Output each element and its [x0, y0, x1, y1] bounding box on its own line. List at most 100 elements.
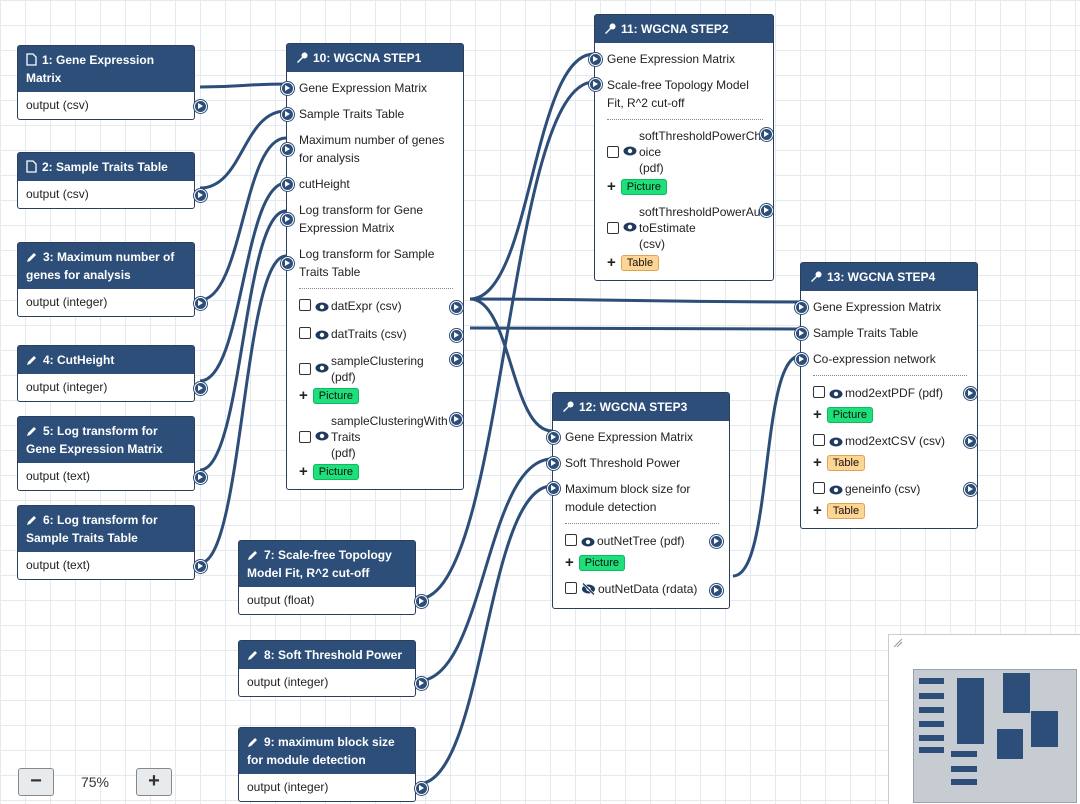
tool-node-wgcna-step1[interactable]: 10: WGCNA STEP1 Gene Expression Matrix S…: [281, 43, 464, 490]
checkbox[interactable]: [813, 386, 825, 398]
input-terminal[interactable]: [281, 82, 294, 95]
output-terminal[interactable]: [194, 99, 207, 113]
output-terminal[interactable]: [450, 329, 463, 342]
param-node-soft-threshold[interactable]: 8: Soft Threshold Power output (integer): [238, 640, 428, 697]
checkbox[interactable]: [813, 434, 825, 446]
output-terminal[interactable]: [194, 296, 207, 310]
param-node-max-block-size[interactable]: 9: maximum block size for module detecti…: [238, 727, 428, 802]
table-badge[interactable]: Table: [620, 255, 660, 271]
plus-icon[interactable]: +: [299, 387, 308, 404]
output-terminal[interactable]: [415, 676, 428, 690]
checkbox[interactable]: [299, 327, 311, 339]
eye-icon[interactable]: [829, 386, 843, 404]
eye-icon[interactable]: [315, 360, 329, 378]
eye-icon[interactable]: [315, 428, 329, 446]
output-terminal[interactable]: [415, 781, 428, 795]
picture-badge[interactable]: Picture: [312, 388, 360, 404]
input-terminal[interactable]: [281, 178, 294, 191]
checkbox[interactable]: [607, 222, 619, 234]
eye-icon[interactable]: [315, 299, 329, 317]
node-header[interactable]: 4: CutHeight: [18, 346, 194, 374]
input-node-gene-expression-matrix[interactable]: 1: Gene Expression Matrix output (csv): [17, 45, 207, 120]
input-node-sample-traits-table[interactable]: 2: Sample Traits Table output (csv): [17, 152, 207, 209]
picture-badge[interactable]: Picture: [578, 555, 626, 571]
output-terminal[interactable]: [964, 387, 977, 400]
param-node-log-transform-gene[interactable]: 5: Log transform for Gene Expression Mat…: [17, 416, 207, 491]
output-terminal[interactable]: [194, 559, 207, 573]
tool-node-wgcna-step2[interactable]: 11: WGCNA STEP2 Gene Expression Matrix S…: [589, 14, 774, 281]
tool-node-wgcna-step4[interactable]: 13: WGCNA STEP4 Gene Expression Matrix S…: [795, 262, 978, 529]
input-terminal[interactable]: [281, 257, 294, 270]
zoom-out-button[interactable]: −: [18, 768, 54, 796]
checkbox[interactable]: [607, 146, 619, 158]
output-terminal[interactable]: [760, 204, 773, 217]
tool-node-wgcna-step3[interactable]: 12: WGCNA STEP3 Gene Expression Matrix S…: [547, 392, 730, 609]
eye-icon[interactable]: [829, 482, 843, 500]
output-terminal[interactable]: [450, 413, 463, 426]
param-node-cutheight[interactable]: 4: CutHeight output (integer): [17, 345, 207, 402]
checkbox[interactable]: [299, 299, 311, 311]
eye-icon[interactable]: [315, 327, 329, 345]
plus-icon[interactable]: +: [565, 554, 574, 571]
node-header[interactable]: 2: Sample Traits Table: [18, 153, 194, 181]
plus-icon[interactable]: +: [813, 502, 822, 519]
input-terminal[interactable]: [795, 327, 808, 340]
table-badge[interactable]: Table: [826, 455, 866, 471]
eye-icon[interactable]: [829, 434, 843, 452]
param-node-scale-free[interactable]: 7: Scale-free Topology Model Fit, R^2 cu…: [238, 540, 428, 615]
output-terminal[interactable]: [194, 188, 207, 202]
plus-icon[interactable]: +: [813, 454, 822, 471]
node-header[interactable]: 8: Soft Threshold Power: [239, 641, 415, 669]
output-terminal[interactable]: [760, 128, 773, 141]
node-header[interactable]: 5: Log transform for Gene Expression Mat…: [18, 417, 194, 463]
node-header[interactable]: 7: Scale-free Topology Model Fit, R^2 cu…: [239, 541, 415, 587]
plus-icon[interactable]: +: [607, 254, 616, 271]
output-terminal[interactable]: [964, 435, 977, 448]
output-terminal[interactable]: [710, 584, 723, 597]
node-header[interactable]: 9: maximum block size for module detecti…: [239, 728, 415, 774]
eye-icon[interactable]: [581, 534, 595, 552]
picture-badge[interactable]: Picture: [620, 179, 668, 195]
node-header[interactable]: 1: Gene Expression Matrix: [18, 46, 194, 92]
table-badge[interactable]: Table: [826, 503, 866, 519]
input-terminal[interactable]: [589, 78, 602, 91]
node-header[interactable]: 11: WGCNA STEP2: [595, 15, 773, 43]
picture-badge[interactable]: Picture: [312, 464, 360, 480]
input-terminal[interactable]: [281, 108, 294, 121]
node-header[interactable]: 6: Log transform for Sample Traits Table: [18, 506, 194, 552]
input-terminal[interactable]: [547, 482, 560, 495]
picture-badge[interactable]: Picture: [826, 407, 874, 423]
plus-icon[interactable]: +: [813, 406, 822, 423]
checkbox[interactable]: [813, 482, 825, 494]
output-terminal[interactable]: [450, 301, 463, 314]
input-terminal[interactable]: [795, 353, 808, 366]
plus-icon[interactable]: +: [607, 178, 616, 195]
output-terminal[interactable]: [415, 594, 428, 608]
param-node-log-transform-traits[interactable]: 6: Log transform for Sample Traits Table…: [17, 505, 207, 580]
output-terminal[interactable]: [194, 381, 207, 395]
eye-slash-icon[interactable]: [581, 582, 596, 600]
checkbox[interactable]: [299, 363, 311, 375]
output-terminal[interactable]: [450, 353, 463, 366]
eye-icon[interactable]: [623, 219, 637, 237]
param-node-max-genes[interactable]: 3: Maximum number of genes for analysis …: [17, 242, 207, 317]
input-terminal[interactable]: [795, 301, 808, 314]
input-terminal[interactable]: [281, 143, 294, 156]
node-header[interactable]: 12: WGCNA STEP3: [553, 393, 729, 421]
zoom-in-button[interactable]: +: [136, 768, 172, 796]
checkbox[interactable]: [299, 431, 311, 443]
resize-grip-icon[interactable]: [893, 638, 903, 648]
input-terminal[interactable]: [281, 213, 294, 226]
input-terminal[interactable]: [547, 457, 560, 470]
output-terminal[interactable]: [964, 483, 977, 496]
output-terminal[interactable]: [710, 535, 723, 548]
node-header[interactable]: 10: WGCNA STEP1: [287, 44, 463, 72]
input-terminal[interactable]: [589, 53, 602, 66]
input-terminal[interactable]: [547, 431, 560, 444]
output-terminal[interactable]: [194, 470, 207, 484]
checkbox[interactable]: [565, 582, 577, 594]
checkbox[interactable]: [565, 534, 577, 546]
eye-icon[interactable]: [623, 143, 637, 161]
node-header[interactable]: 3: Maximum number of genes for analysis: [18, 243, 194, 289]
plus-icon[interactable]: +: [299, 463, 308, 480]
